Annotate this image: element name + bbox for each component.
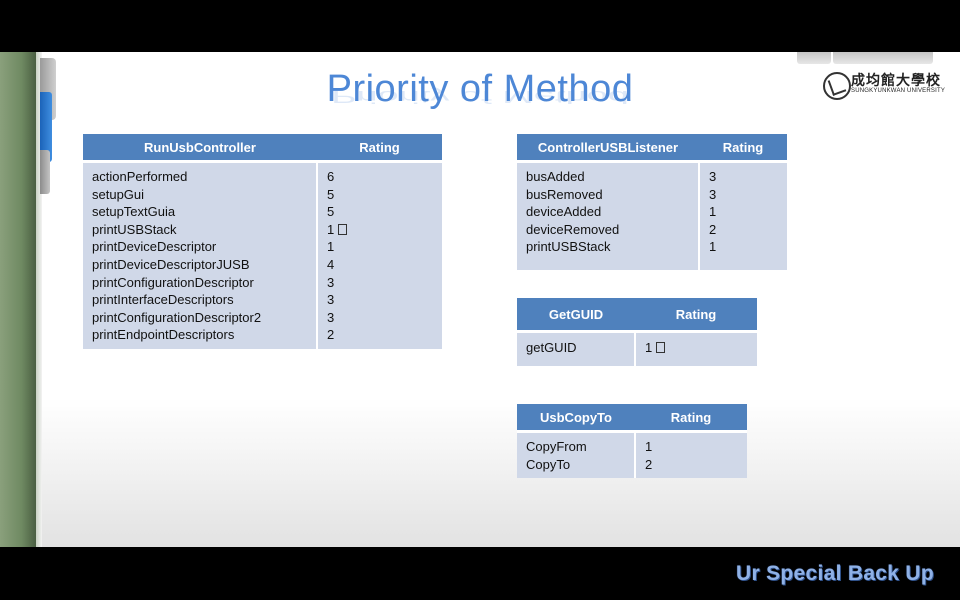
method-name: CopyTo <box>526 456 571 472</box>
table-row: CopyFrom CopyTo 1 2 <box>517 431 747 479</box>
method-name: setupTextGuia <box>92 204 176 220</box>
table-header-rating: Rating <box>635 298 757 333</box>
rating-value: 3 <box>327 274 335 290</box>
rating-value: 4 <box>327 256 335 272</box>
method-name: getGUID <box>517 331 635 366</box>
table-header-class: ControllerUSBListener <box>517 134 699 163</box>
method-name: CopyFrom <box>526 439 587 454</box>
missing-glyph-icon <box>338 223 348 235</box>
rating-value: 1 <box>645 439 653 454</box>
rating-list: 6 5 5 1 1 4 3 3 3 2 <box>316 161 442 349</box>
slide: Priority of Method Priority of Method 成均… <box>0 52 960 547</box>
method-list: busAdded busRemoved deviceAdded deviceRe… <box>517 161 699 270</box>
table-header-class: GetGUID <box>517 298 635 333</box>
rating-value: 2 <box>645 456 653 472</box>
table-row: actionPerformed setupGui setupTextGuia p… <box>83 161 442 349</box>
title-reflection: Priority of Method <box>331 87 629 106</box>
method-name: setupGui <box>92 186 145 202</box>
table-get-guid: GetGUID Rating getGUID 1 <box>517 298 757 366</box>
rating-value: 5 <box>327 204 335 220</box>
rating-value: 1 <box>645 340 653 355</box>
method-name: deviceRemoved <box>526 221 620 237</box>
table-controller-usb-listener: ControllerUSBListener Rating busAdded bu… <box>517 134 787 270</box>
table-header-rating: Rating <box>635 404 747 433</box>
decor-top-box <box>797 52 831 64</box>
method-name: printConfigurationDescriptor2 <box>92 309 262 325</box>
rating-value: 1 <box>327 221 335 237</box>
rating-value: 3 <box>327 292 335 308</box>
rating-value: 2 <box>709 221 717 237</box>
rating-value: 3 <box>709 186 717 202</box>
missing-glyph-icon <box>656 342 666 353</box>
method-name: printDeviceDescriptorJUSB <box>92 256 250 272</box>
logo-text-english: SUNGKYUNKWAN UNIVERSITY <box>851 88 946 94</box>
method-name: printEndpointDescriptors <box>92 327 235 343</box>
table-usb-copy-to: UsbCopyTo Rating CopyFrom CopyTo 1 2 <box>517 404 747 479</box>
table-header-rating: Rating <box>699 134 787 163</box>
logo-emblem-icon <box>823 72 851 100</box>
footer-tagline: Ur Special Back Up <box>736 562 934 585</box>
table-header-class: UsbCopyTo <box>517 404 635 433</box>
rating-value: 1 <box>709 204 717 220</box>
rating-value: 1 <box>709 239 717 255</box>
logo-text-cjk: 成均館大學校 <box>851 72 941 88</box>
rating-list: 3 3 1 2 1 <box>698 161 787 270</box>
university-logo: 成均館大學校 SUNGKYUNKWAN UNIVERSITY <box>823 70 945 102</box>
table-header-rating: Rating <box>317 134 442 163</box>
rating-value: 2 <box>327 327 335 343</box>
method-name: busAdded <box>526 169 585 184</box>
table-run-usb-controller: RunUsbController Rating actionPerformed … <box>83 134 442 349</box>
method-name: busRemoved <box>526 186 603 202</box>
left-decor-edge <box>36 52 42 547</box>
rating-list: 1 2 <box>634 431 747 479</box>
method-list: CopyFrom CopyTo <box>517 431 635 479</box>
method-name: printUSBStack <box>92 221 177 237</box>
rating-cell: 1 <box>634 331 757 366</box>
method-list: actionPerformed setupGui setupTextGuia p… <box>83 161 317 349</box>
decor-tab-gray-lower <box>40 150 50 194</box>
method-name: actionPerformed <box>92 169 188 184</box>
rating-value: 6 <box>327 169 335 184</box>
decor-tab-blue <box>40 92 52 162</box>
table-header-class: RunUsbController <box>83 134 317 163</box>
table-row: getGUID 1 <box>517 331 757 366</box>
decor-top-box <box>833 52 933 64</box>
rating-value: 1 <box>327 239 335 255</box>
table-row: busAdded busRemoved deviceAdded deviceRe… <box>517 161 787 270</box>
method-name: printUSBStack <box>526 239 611 255</box>
method-name: printInterfaceDescriptors <box>92 292 234 308</box>
rating-value: 5 <box>327 186 335 202</box>
left-decor-bar <box>0 52 36 547</box>
rating-value: 3 <box>327 309 335 325</box>
method-name: printDeviceDescriptor <box>92 239 217 255</box>
rating-value: 3 <box>709 169 717 184</box>
method-name: deviceAdded <box>526 204 602 220</box>
method-name: printConfigurationDescriptor <box>92 274 254 290</box>
page-title: Priority of Method <box>326 68 634 110</box>
